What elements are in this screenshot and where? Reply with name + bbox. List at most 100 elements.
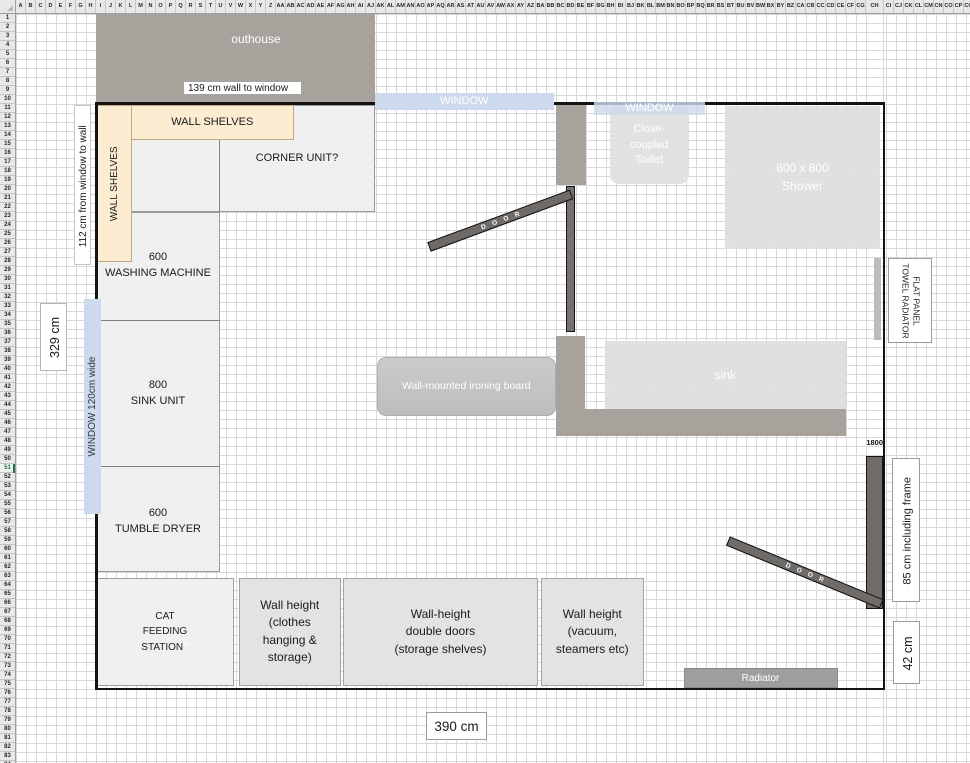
shower-box[interactable]: 800 x 800 Shower xyxy=(725,105,880,249)
row-header-59[interactable]: 59 xyxy=(0,536,15,545)
row-header-36[interactable]: 36 xyxy=(0,329,15,338)
column-header-AN[interactable]: AN xyxy=(406,0,416,13)
row-header-70[interactable]: 70 xyxy=(0,635,15,644)
column-header-CJ[interactable]: CJ xyxy=(894,0,904,13)
column-header-AI[interactable]: AI xyxy=(356,0,366,13)
row-header-29[interactable]: 29 xyxy=(0,266,15,275)
column-header-BV[interactable]: BV xyxy=(746,0,756,13)
column-header-AO[interactable]: AO xyxy=(416,0,426,13)
row-header-22[interactable]: 22 xyxy=(0,203,15,212)
column-header-CG[interactable]: CG xyxy=(856,0,866,13)
column-header-BH[interactable]: BH xyxy=(606,0,616,13)
row-header-42[interactable]: 42 xyxy=(0,383,15,392)
column-header-B[interactable]: B xyxy=(26,0,36,13)
row-header-48[interactable]: 48 xyxy=(0,437,15,446)
column-header-W[interactable]: W xyxy=(236,0,246,13)
column-header-AF[interactable]: AF xyxy=(326,0,336,13)
wall-shelves-side-box[interactable]: WALL SHELVES xyxy=(96,104,132,262)
column-header-CF[interactable]: CF xyxy=(846,0,856,13)
sink-box[interactable]: sink xyxy=(605,340,846,409)
column-header-AP[interactable]: AP xyxy=(426,0,436,13)
row-header-13[interactable]: 13 xyxy=(0,122,15,131)
wall-shelves-top-box[interactable]: WALL SHELVES xyxy=(131,104,294,140)
row-header-62[interactable]: 62 xyxy=(0,563,15,572)
column-header-C[interactable]: C xyxy=(36,0,46,13)
column-header-BL[interactable]: BL xyxy=(646,0,656,13)
units-column[interactable] xyxy=(96,211,220,572)
wardrobe-clothes-box[interactable]: Wall height (clothes hanging & storage) xyxy=(239,577,341,686)
column-header-BQ[interactable]: BQ xyxy=(696,0,706,13)
row-header-67[interactable]: 67 xyxy=(0,608,15,617)
column-header-M[interactable]: M xyxy=(136,0,146,13)
row-header-3[interactable]: 3 xyxy=(0,32,15,41)
column-header-AV[interactable]: AV xyxy=(486,0,496,13)
column-header-AG[interactable]: AG xyxy=(336,0,346,13)
row-header-71[interactable]: 71 xyxy=(0,644,15,653)
wardrobe-doors-box[interactable]: Wall-height double doors (storage shelve… xyxy=(343,577,538,686)
column-header-AT[interactable]: AT xyxy=(466,0,476,13)
row-header-32[interactable]: 32 xyxy=(0,293,15,302)
column-header-BX[interactable]: BX xyxy=(766,0,776,13)
row-header-55[interactable]: 55 xyxy=(0,500,15,509)
column-header-J[interactable]: J xyxy=(106,0,116,13)
column-header-CC[interactable]: CC xyxy=(816,0,826,13)
column-header-CI[interactable]: CI xyxy=(884,0,894,13)
column-header-BT[interactable]: BT xyxy=(726,0,736,13)
column-header-AA[interactable]: AA xyxy=(276,0,286,13)
toilet-box[interactable]: Close- coupled Toiilet xyxy=(610,107,689,184)
dim-room-height-label[interactable]: 329 cm xyxy=(40,302,67,371)
row-header-77[interactable]: 77 xyxy=(0,698,15,707)
row-header-21[interactable]: 21 xyxy=(0,194,15,203)
row-header-27[interactable]: 27 xyxy=(0,248,15,257)
row-header-54[interactable]: 54 xyxy=(0,491,15,500)
column-header-F[interactable]: F xyxy=(66,0,76,13)
row-header-37[interactable]: 37 xyxy=(0,338,15,347)
row-header-9[interactable]: 9 xyxy=(0,86,15,95)
column-header-O[interactable]: O xyxy=(156,0,166,13)
column-header-AZ[interactable]: AZ xyxy=(526,0,536,13)
row-header-47[interactable]: 47 xyxy=(0,428,15,437)
row-header-24[interactable]: 24 xyxy=(0,221,15,230)
column-header-BC[interactable]: BC xyxy=(556,0,566,13)
column-header-N[interactable]: N xyxy=(146,0,156,13)
column-header-BF[interactable]: BF xyxy=(586,0,596,13)
row-header-28[interactable]: 28 xyxy=(0,257,15,266)
row-header-1[interactable]: 1 xyxy=(0,14,15,23)
row-header-60[interactable]: 60 xyxy=(0,545,15,554)
column-header-AY[interactable]: AY xyxy=(516,0,526,13)
column-header-BW[interactable]: BW xyxy=(756,0,766,13)
window-bathroom-band[interactable]: WINDOW xyxy=(594,101,705,115)
row-header-53[interactable]: 53 xyxy=(0,482,15,491)
row-header-43[interactable]: 43 xyxy=(0,392,15,401)
towel-radiator-label-box[interactable]: FLAT PANEL TOWEL RADIATOR xyxy=(888,258,932,343)
row-header-12[interactable]: 12 xyxy=(0,113,15,122)
column-header-BD[interactable]: BD xyxy=(566,0,576,13)
cell-value-1800[interactable]: 1800 xyxy=(866,437,883,447)
column-header-CK[interactable]: CK xyxy=(904,0,914,13)
column-header-R[interactable]: R xyxy=(186,0,196,13)
ironing-board-box[interactable]: Wall-mounted ironing board xyxy=(377,357,556,416)
row-header-73[interactable]: 73 xyxy=(0,662,15,671)
row-header-66[interactable]: 66 xyxy=(0,599,15,608)
column-header-CQ[interactable]: CQ xyxy=(964,0,970,13)
column-header-BG[interactable]: BG xyxy=(596,0,606,13)
column-header-BS[interactable]: BS xyxy=(716,0,726,13)
column-header-E[interactable]: E xyxy=(56,0,66,13)
row-header-26[interactable]: 26 xyxy=(0,239,15,248)
dim-wall-to-window-label[interactable]: 139 cm wall to window xyxy=(184,82,301,94)
row-header-57[interactable]: 57 xyxy=(0,518,15,527)
column-header-CN[interactable]: CN xyxy=(934,0,944,13)
column-header-T[interactable]: T xyxy=(206,0,216,13)
row-header-44[interactable]: 44 xyxy=(0,401,15,410)
row-header-35[interactable]: 35 xyxy=(0,320,15,329)
row-header-15[interactable]: 15 xyxy=(0,140,15,149)
row-header-19[interactable]: 19 xyxy=(0,176,15,185)
dim-door-offset-label[interactable]: 42 cm xyxy=(893,621,920,684)
dim-room-width-label[interactable]: 390 cm xyxy=(426,712,487,740)
column-header-K[interactable]: K xyxy=(116,0,126,13)
row-header-64[interactable]: 64 xyxy=(0,581,15,590)
column-header-BK[interactable]: BK xyxy=(636,0,646,13)
column-header-BR[interactable]: BR xyxy=(706,0,716,13)
